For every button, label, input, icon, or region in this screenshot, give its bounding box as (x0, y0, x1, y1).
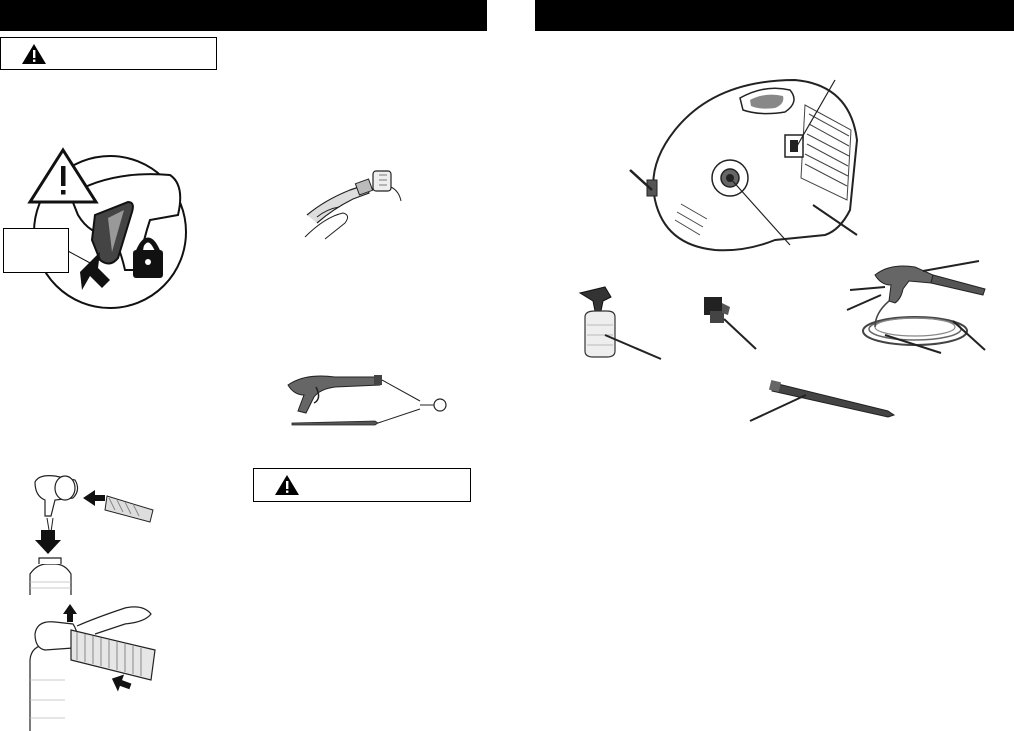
lance-illustration (749, 379, 896, 422)
detergent-bottle-detach-illustration (29, 604, 156, 731)
gun-hose-illustration (846, 260, 986, 354)
foam-bottle-illustration (578, 286, 662, 360)
detergent-bottle-attach-illustration (29, 475, 154, 595)
right-page-header-bar (535, 0, 1014, 31)
nozzle-adapter-illustration (704, 297, 757, 350)
pressure-washer-unit-illustration (629, 78, 859, 252)
warning-triangle-icon (275, 475, 299, 495)
warning-triangle-icon (22, 43, 46, 64)
trigger-lock-illustration (27, 147, 187, 309)
spray-gun-lance-illustration (287, 375, 447, 426)
hose-connection-illustration (304, 170, 402, 240)
left-page-header-bar (0, 0, 487, 31)
warning-box-top (0, 37, 217, 70)
callout-label-box (3, 228, 69, 273)
warning-box-middle (253, 468, 471, 502)
